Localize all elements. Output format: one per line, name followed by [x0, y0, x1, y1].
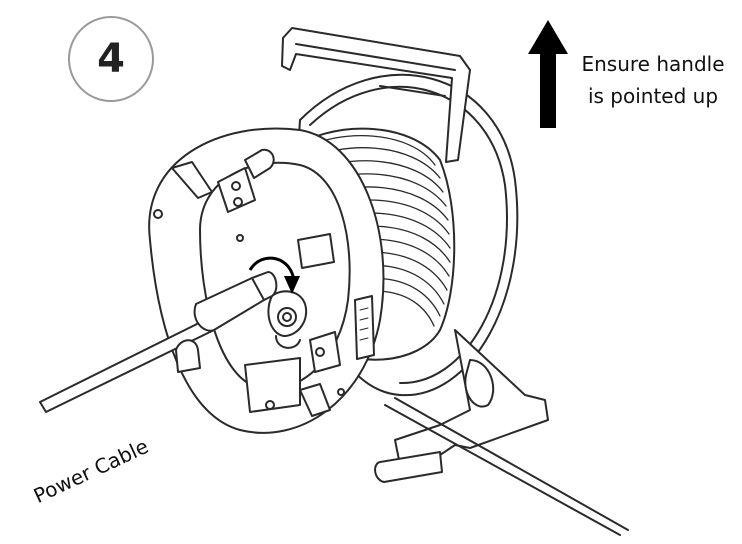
flange-slot-lower-right — [299, 383, 331, 417]
flange-slot-center — [297, 233, 335, 269]
reel-nameplate — [354, 295, 375, 360]
feed-cable-edge — [394, 397, 629, 531]
twist-arrowhead — [284, 276, 300, 294]
upper-clip-roller — [244, 148, 275, 179]
flange-slot-bottom — [244, 357, 301, 413]
step-number: 4 — [97, 36, 125, 82]
instruction-line-2: is pointed up — [587, 84, 719, 108]
twist-arrow-icon — [248, 256, 296, 283]
carry-handle-grip — [295, 43, 456, 97]
frame-hub — [464, 359, 495, 408]
feed-cable — [384, 404, 621, 536]
carry-handle — [281, 27, 471, 163]
connector-dust-cap — [275, 335, 301, 349]
left-foot — [175, 339, 201, 373]
power-cable-plug-collar — [251, 271, 278, 301]
rear-flange-rim — [309, 85, 508, 385]
step-badge: 4 — [68, 16, 154, 102]
orientation-instruction: Ensure handle is pointed up — [568, 48, 738, 112]
instruction-line-1: Ensure handle — [581, 52, 725, 76]
up-arrow-icon — [528, 20, 568, 128]
front-foot — [374, 451, 443, 483]
flange-slot-top — [171, 161, 213, 199]
